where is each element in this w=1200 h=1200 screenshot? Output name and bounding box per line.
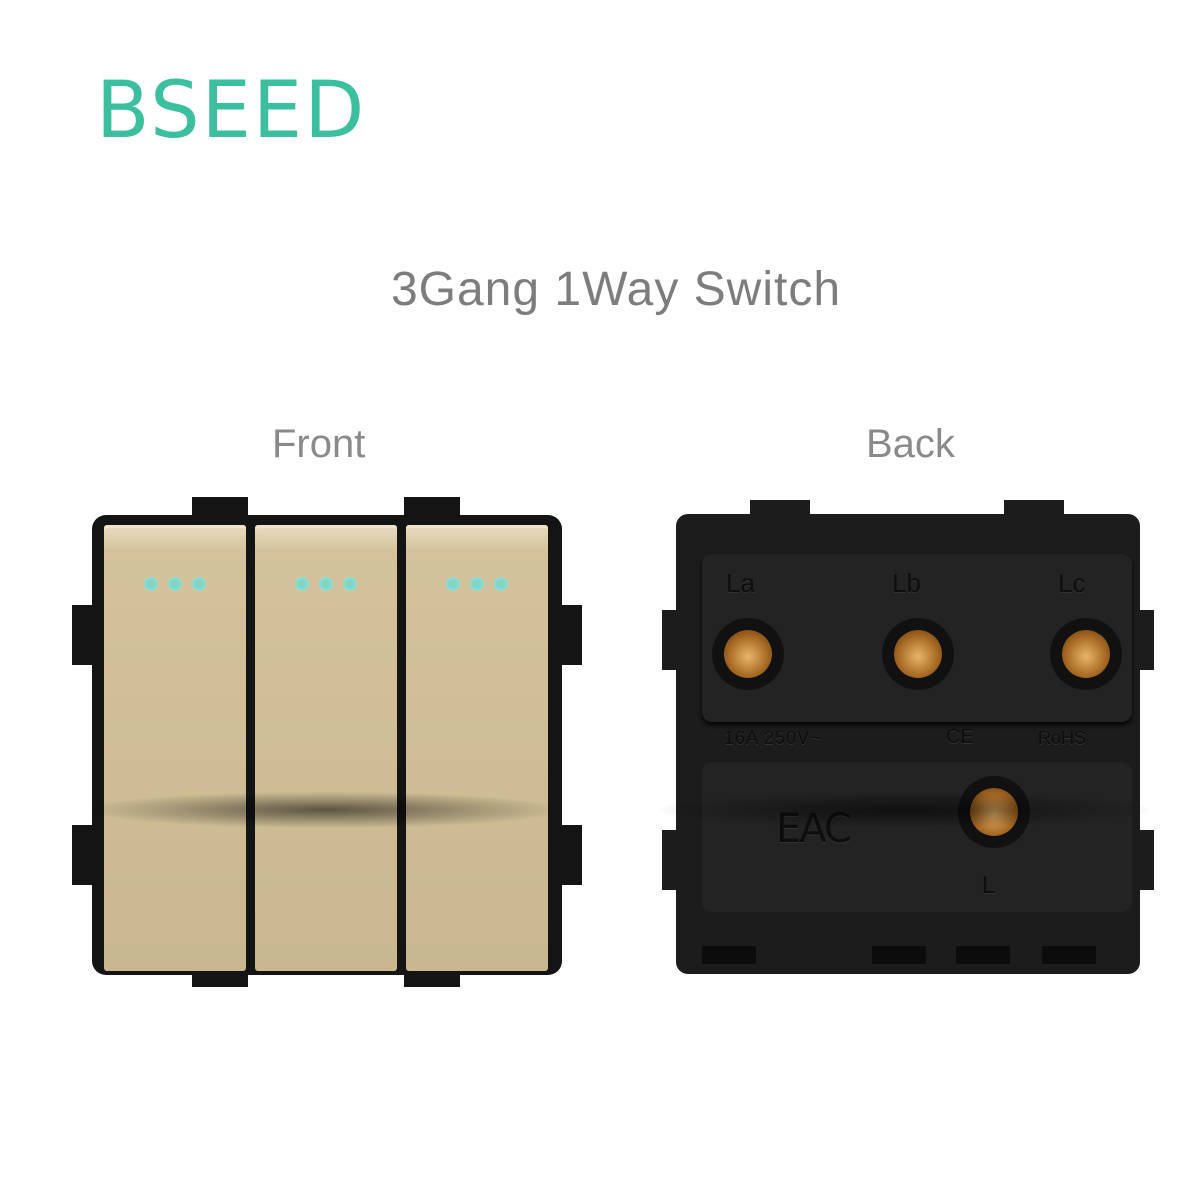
- indicator-dot-icon: [446, 577, 460, 591]
- rocker-2: [255, 525, 397, 971]
- switch-back-view: La Lb Lc 16A 250V~ CE RoHS EAC L: [662, 500, 1154, 980]
- indicator-dots: [255, 577, 397, 591]
- rohs-mark: RoHS: [1038, 728, 1087, 748]
- vent-slot: [1042, 946, 1096, 964]
- indicator-dot-icon: [343, 577, 357, 591]
- indicator-dots: [104, 577, 246, 591]
- brand-logo: BSEED: [96, 66, 367, 156]
- lower-block: [702, 762, 1132, 912]
- indicator-dot-icon: [470, 577, 484, 591]
- back-label: Back: [866, 422, 955, 466]
- frame-clip: [558, 605, 582, 665]
- live-terminal-label: L: [982, 872, 996, 899]
- indicator-dot-icon: [295, 577, 309, 591]
- rating-text: 16A 250V~: [724, 728, 822, 748]
- indicator-dots: [406, 577, 548, 591]
- terminal-label-lb: Lb: [892, 568, 921, 598]
- vent-slot: [956, 946, 1010, 964]
- indicator-dot-icon: [494, 577, 508, 591]
- frame-clip: [558, 825, 582, 885]
- front-drop-shadow: [90, 792, 560, 828]
- rocker-3: [406, 525, 548, 971]
- vent-slot: [702, 946, 756, 964]
- indicator-dot-icon: [319, 577, 333, 591]
- switch-front-view: [72, 497, 582, 987]
- terminal-screw-icon: [1050, 618, 1122, 690]
- indicator-dot-icon: [168, 577, 182, 591]
- indicator-dot-icon: [192, 577, 206, 591]
- vent-slot: [872, 946, 926, 964]
- terminal-label-la: La: [726, 568, 755, 598]
- terminal-label-lc: Lc: [1058, 568, 1086, 598]
- rocker-1: [104, 525, 246, 971]
- front-label: Front: [272, 422, 366, 466]
- back-drop-shadow: [660, 792, 1150, 828]
- rear-housing: La Lb Lc 16A 250V~ CE RoHS EAC L: [676, 514, 1140, 974]
- product-title: 3Gang 1Way Switch: [390, 263, 842, 316]
- frame-clip: [192, 497, 248, 519]
- frame-clip: [404, 497, 460, 519]
- terminal-screw-icon: [882, 618, 954, 690]
- terminal-screw-icon: [712, 618, 784, 690]
- indicator-dot-icon: [144, 577, 158, 591]
- ce-mark: CE: [946, 726, 974, 748]
- terminal-block: La Lb Lc: [702, 554, 1132, 722]
